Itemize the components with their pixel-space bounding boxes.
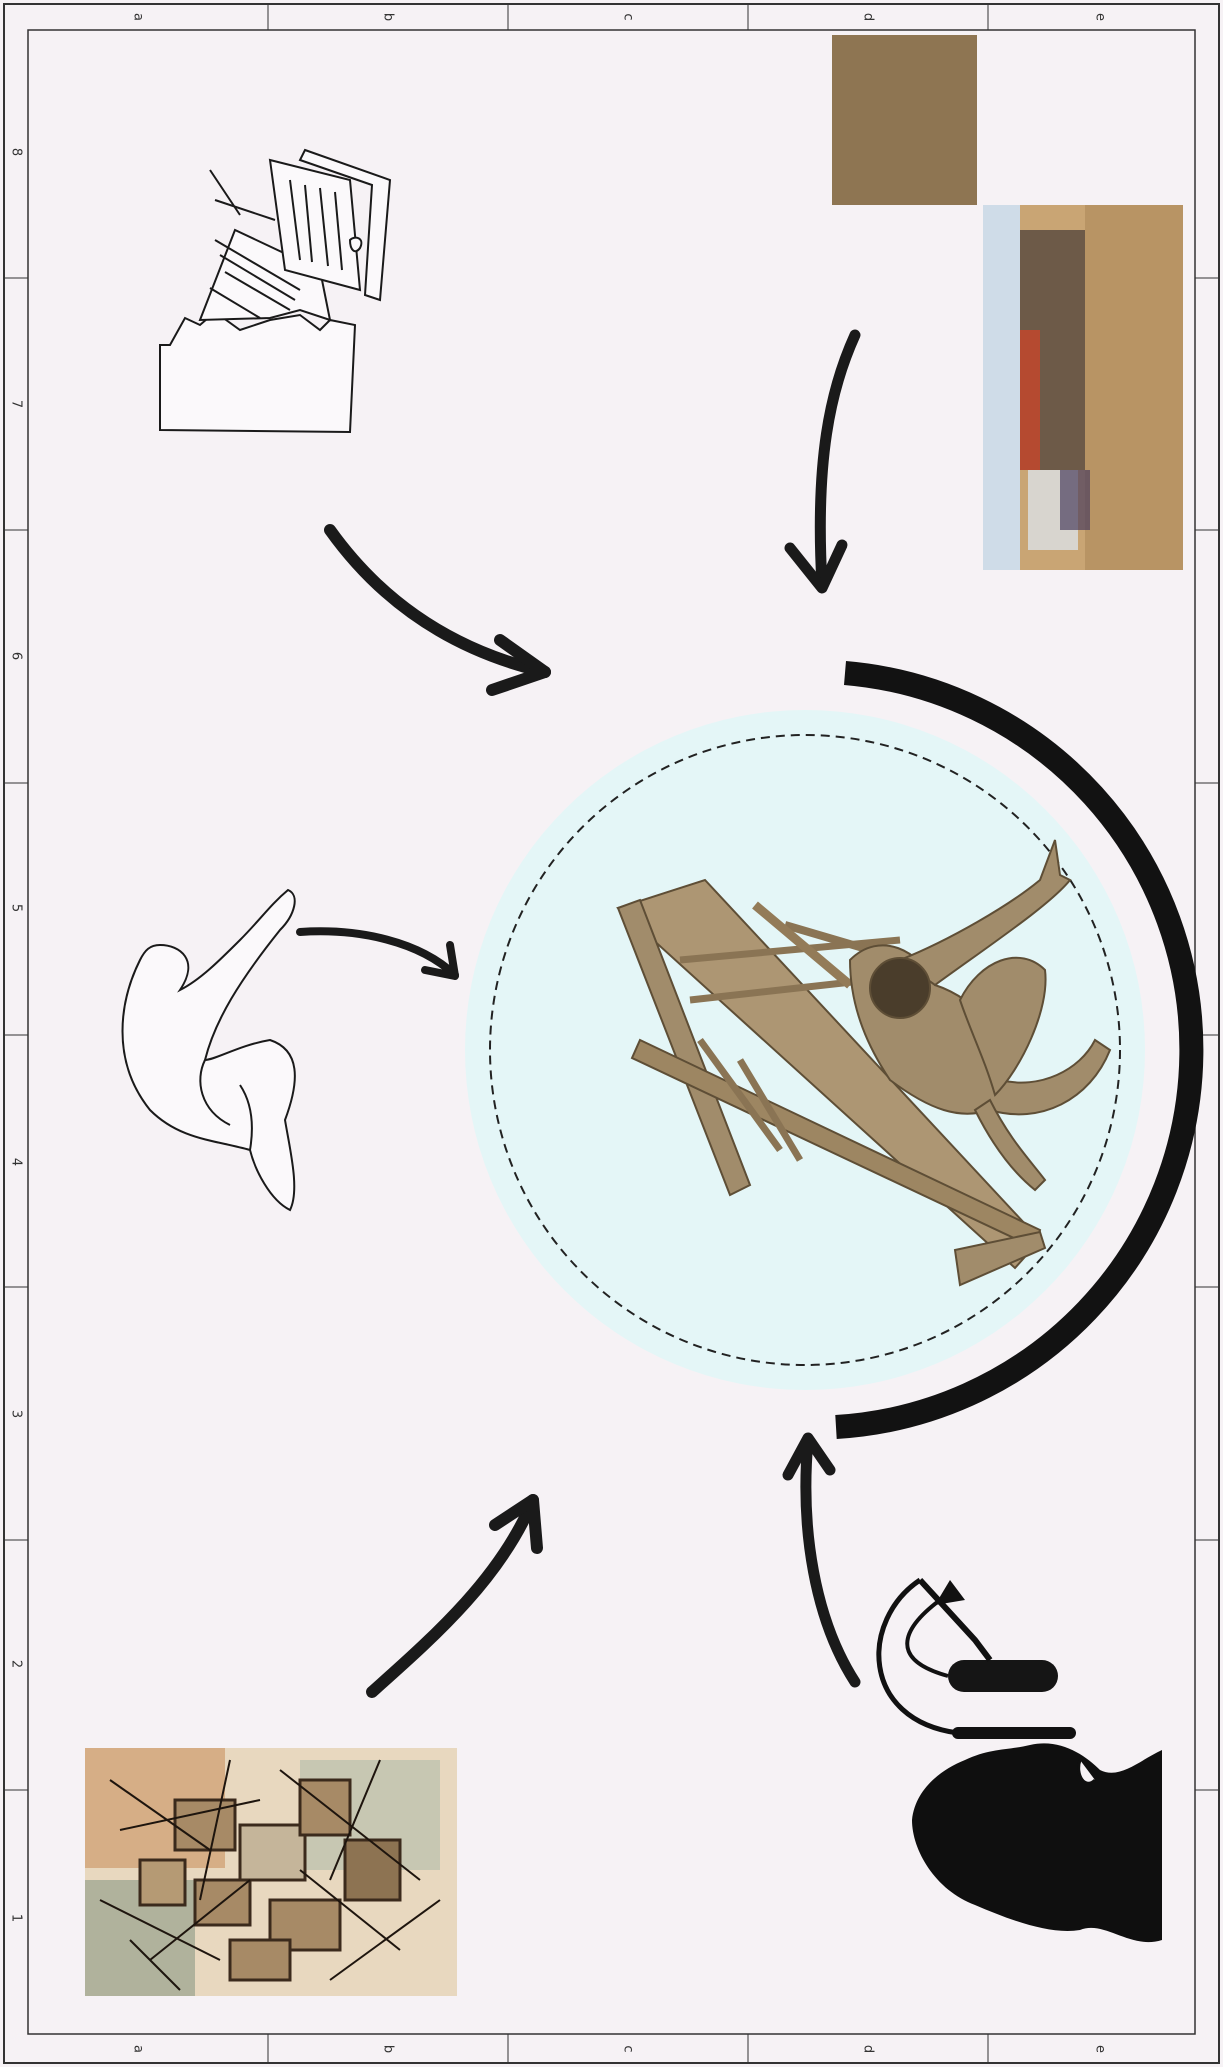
tan-color-swatch xyxy=(832,35,977,205)
col-label-c-bottom: c xyxy=(621,2045,636,2052)
col-label-a-bottom: a xyxy=(131,2045,146,2053)
crouching-figure-sketch xyxy=(123,890,295,1210)
col-label-e-bottom: e xyxy=(1093,2045,1108,2053)
row-label-1: 1 xyxy=(9,1914,24,1922)
pile-of-chairs-painting xyxy=(85,1748,457,1996)
row-label-8: 8 xyxy=(9,148,24,156)
microphone-icon xyxy=(879,1580,1070,1733)
column-labels-top: a b c d e xyxy=(131,13,1108,21)
row-label-4: 4 xyxy=(9,1158,24,1166)
col-label-e: e xyxy=(1093,13,1108,21)
col-label-d: d xyxy=(861,13,876,21)
row-label-6: 6 xyxy=(9,652,24,660)
col-label-d-bottom: d xyxy=(861,2045,876,2053)
col-label-b: b xyxy=(381,13,396,21)
tumbling-frames-sketch xyxy=(160,150,390,432)
row-label-7: 7 xyxy=(9,400,24,408)
col-label-a: a xyxy=(131,13,146,21)
barn-in-field-photo xyxy=(983,205,1183,570)
row-label-2: 2 xyxy=(9,1660,24,1668)
column-labels-bottom: a b c d e xyxy=(131,2045,1108,2053)
col-label-c: c xyxy=(621,13,636,20)
row-label-3: 3 xyxy=(9,1410,24,1418)
silhouette-with-microphone xyxy=(912,1743,1162,1942)
arrow-bottom-right xyxy=(806,1440,855,1682)
col-label-b-bottom: b xyxy=(381,2045,396,2053)
row-label-5: 5 xyxy=(9,904,24,912)
arrow-bottom-left xyxy=(372,1500,533,1692)
